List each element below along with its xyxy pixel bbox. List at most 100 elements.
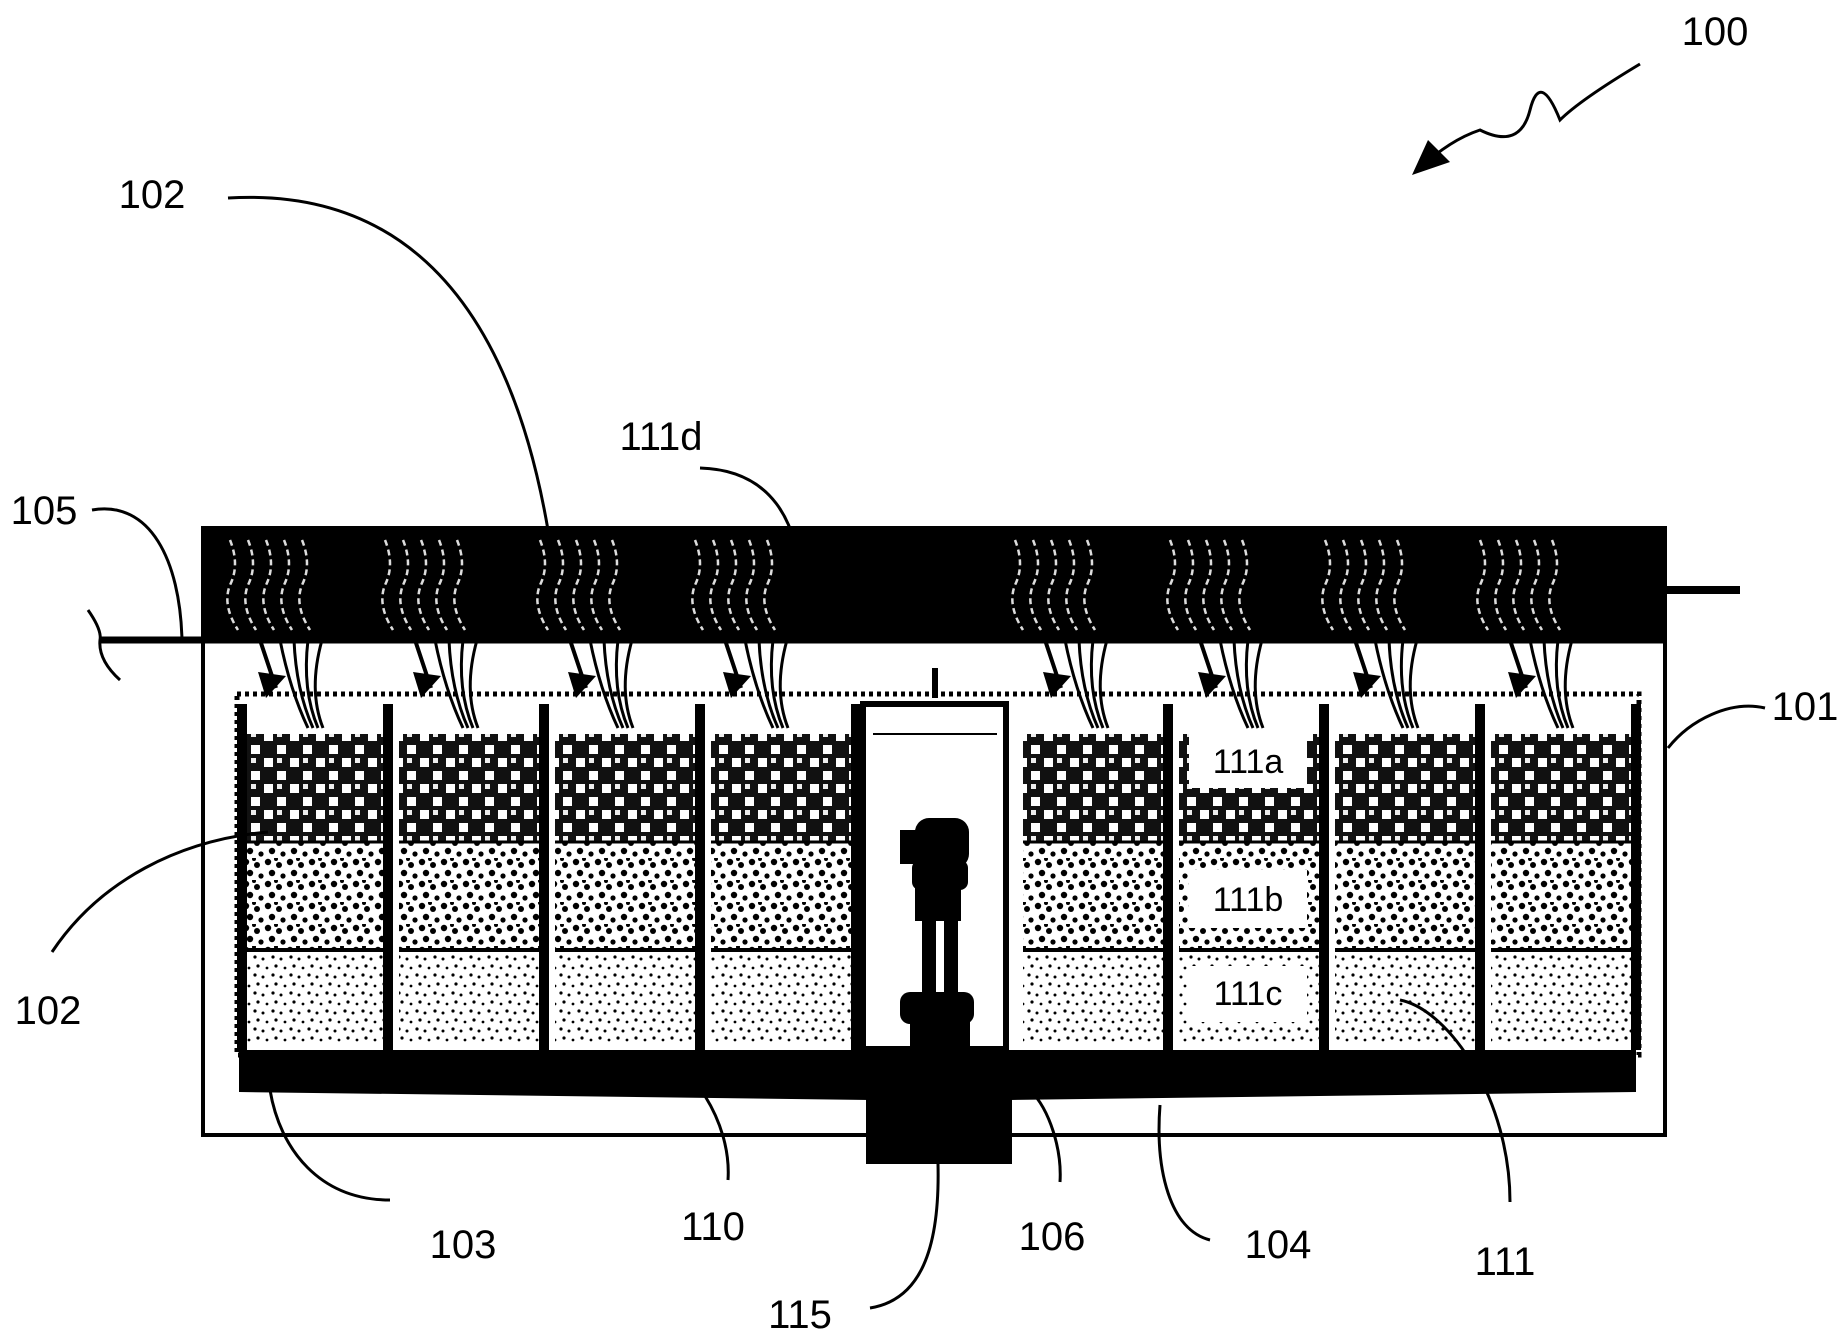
layer-b-cell (1335, 842, 1477, 950)
plant-leaf (554, 539, 568, 631)
arrow-100 (1412, 140, 1450, 175)
plant-root (1089, 639, 1105, 729)
cell-post (1475, 704, 1485, 1050)
cell-post (851, 704, 861, 1050)
layer-c-cell (555, 950, 697, 1044)
plant-root (1218, 639, 1250, 729)
plant-root (1098, 639, 1110, 729)
flow-arrow-head (723, 672, 751, 698)
cell-post (539, 704, 549, 1050)
plant-root (1554, 639, 1570, 729)
plant-leaf (1494, 539, 1508, 631)
plant-leaf (536, 539, 550, 631)
plant-root (1387, 639, 1410, 729)
ref-100: 100 (1682, 10, 1749, 54)
plant-root (1232, 639, 1255, 729)
layer-a-cell (243, 734, 385, 842)
layer-b-cell (1023, 842, 1165, 950)
plant-root (1528, 639, 1560, 729)
layer-c-cell (399, 950, 541, 1044)
plant-leaf (1512, 539, 1526, 631)
layer-b-cell (711, 842, 853, 950)
layer-c-label: 111c (1214, 975, 1283, 1013)
layer-b-cell (1491, 842, 1633, 950)
plant-leaf (608, 539, 622, 631)
plant-root (602, 639, 625, 729)
layer-a-cell (555, 734, 697, 842)
plant-leaf (226, 539, 240, 631)
layer-b-cell (555, 842, 697, 950)
plant-leaf (1393, 539, 1407, 631)
plant-leaf (262, 539, 276, 631)
plant-root (447, 639, 470, 729)
plant-root (313, 639, 325, 729)
pipe-105-curl (86, 609, 122, 682)
plant-leaf (1202, 539, 1216, 631)
plant (536, 539, 635, 729)
plant-leaf (1047, 539, 1061, 631)
plant-root (1563, 639, 1575, 729)
leader-110 (703, 1095, 730, 1181)
layer-a-cell (1023, 734, 1165, 842)
plant-root (459, 639, 475, 729)
leader-104 (1157, 1104, 1211, 1242)
ref-104: 104 (1245, 1223, 1312, 1267)
layer-c-cell (243, 950, 385, 1044)
ref-111d: 111d (619, 415, 702, 459)
plant-leaf (1065, 539, 1079, 631)
cell-post (695, 704, 705, 1050)
plants (226, 539, 1575, 729)
plant-root (292, 639, 315, 729)
leader-103 (268, 1089, 391, 1202)
ref-102-top: 102 (119, 173, 186, 217)
layer-a-cell (1335, 734, 1477, 842)
leader-106 (1028, 1088, 1062, 1183)
plant-root (1373, 639, 1405, 729)
plant-root (778, 639, 790, 729)
plant-leaf (1476, 539, 1490, 631)
drain-tray (239, 1050, 1636, 1100)
plant-root (1077, 639, 1100, 729)
plant-leaf (709, 539, 723, 631)
cell-post (1163, 704, 1173, 1050)
plant-root (1253, 639, 1265, 729)
plant-leaf (1029, 539, 1043, 631)
ref-111: 111 (1475, 1240, 1536, 1284)
leader-111d (699, 466, 802, 591)
plant-root (588, 639, 620, 729)
ref-105: 105 (11, 489, 78, 533)
layer-c-label-box (1189, 966, 1307, 1022)
plant-leaf (244, 539, 258, 631)
leader-100 (1418, 62, 1641, 170)
leader-101 (1666, 704, 1766, 749)
ref-103: 103 (430, 1223, 497, 1267)
plant-leaf (381, 539, 395, 631)
plant-root (623, 639, 635, 729)
plant-leaf (745, 539, 759, 631)
plant-root (614, 639, 630, 729)
layer-a-cell (1491, 734, 1633, 842)
layer-b-cell (399, 842, 541, 950)
flow-arrow-head (1198, 672, 1226, 698)
layer-a-cell (711, 734, 853, 842)
plant-leaf (417, 539, 431, 631)
plant-leaf (453, 539, 467, 631)
plant-leaf (1238, 539, 1252, 631)
plant-leaf (1548, 539, 1562, 631)
plant (1321, 539, 1420, 729)
layer-a-cell (399, 734, 541, 842)
cover-band (203, 528, 1665, 640)
pump-base-115 (866, 1092, 1012, 1164)
flow-arrow-head (1508, 672, 1536, 698)
layer-b-label: 111b (1213, 881, 1284, 919)
plant (691, 539, 790, 729)
pump-icon (900, 818, 974, 1046)
ref-102-left: 102 (15, 989, 82, 1033)
cell-post (237, 704, 247, 1050)
plant-leaf (1220, 539, 1234, 631)
layer-b-label-box (1189, 870, 1307, 928)
flow-arrow-head (413, 672, 441, 698)
plant-root (278, 639, 310, 729)
layer-c-cell (711, 950, 853, 1044)
